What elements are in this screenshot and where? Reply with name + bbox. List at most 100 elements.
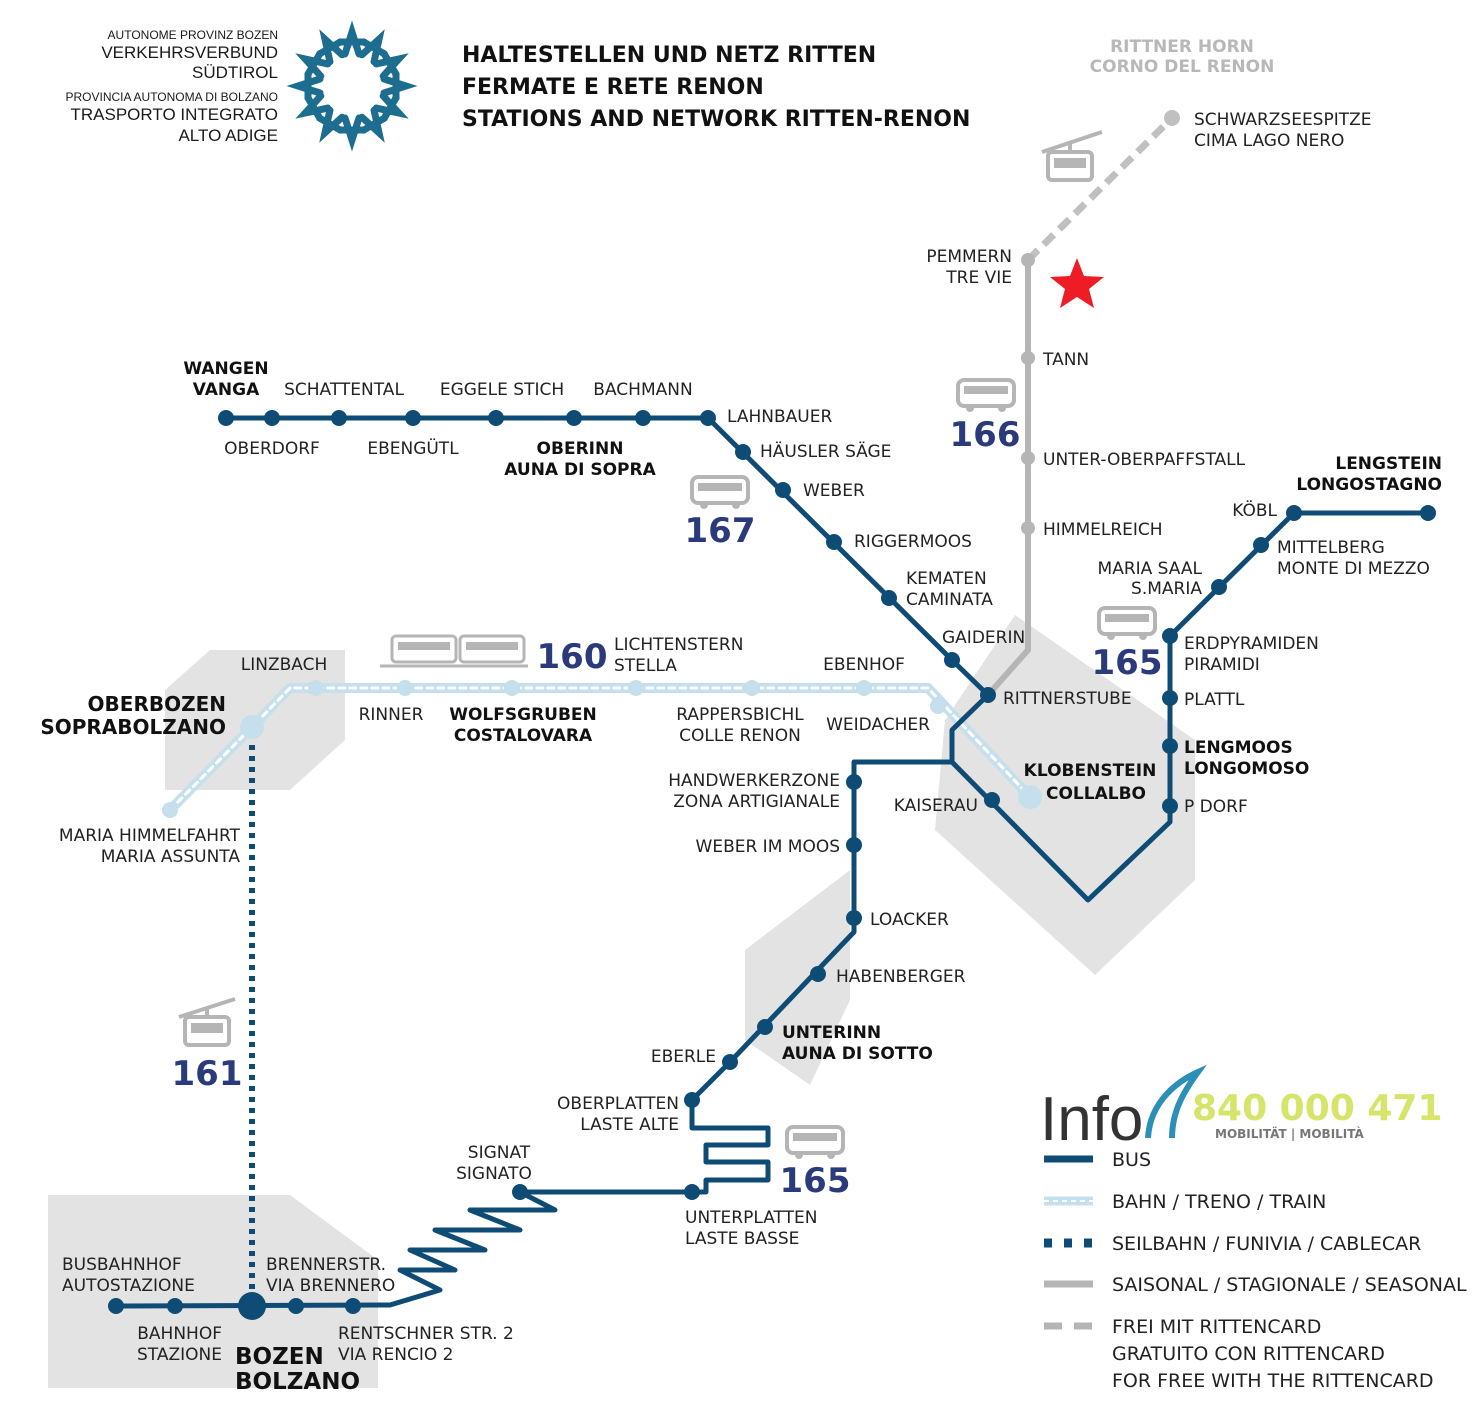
label-schattental: SCHATTENTAL [284,380,404,400]
stop-p-dorf[interactable] [1162,798,1178,814]
label-busbahnhof-1: BUSBAHNHOF [62,1255,182,1275]
label-wolfsgruben-1: WOLFSGRUBEN [449,705,597,725]
stop-bozen[interactable] [238,1292,266,1320]
stop-rittnerstube[interactable] [980,687,996,703]
legend-train: BAHN / TRENO / TRAIN [1112,1191,1326,1213]
label-bahnhof-1: BAHNHOF [137,1324,222,1344]
stop-linzbach[interactable] [308,680,324,696]
stop-rappersbichl[interactable] [744,680,760,696]
label-lahnbauer: LAHNBAUER [727,407,832,427]
label-unter-oberpaffstall: UNTER-OBERPAFFSTALL [1043,450,1246,470]
stop-handwerkerzone[interactable] [846,774,862,790]
stop-lahnbauer[interactable] [700,410,716,426]
authority-line-5: TRASPORTO INTEGRATO [71,105,279,124]
stop-unterplatten[interactable] [684,1184,700,1200]
label-schwarzseespitze-1: SCHWARZSEESPITZE [1194,110,1372,130]
stop-eggele-stich[interactable] [488,410,504,426]
stop-oberplatten[interactable] [684,1092,700,1108]
stop-himmelreich[interactable] [1021,521,1035,535]
label-klobenstein-2: COLLALBO [1046,784,1146,804]
stop-kematen[interactable] [881,590,897,606]
info-phone[interactable]: 840 000 471 [1192,1088,1443,1129]
stop-maria-himmelfahrt[interactable] [162,802,178,818]
stop-bahnhof[interactable] [167,1298,183,1314]
info-hotline: Info 840 000 471 MOBILITÄT | MOBILITÀ [1040,1064,1443,1154]
label-rentschner-1: RENTSCHNER STR. 2 [338,1324,514,1344]
label-oberplatten-1: OBERPLATTEN [557,1094,679,1114]
stop-labels: RITTNER HORN CORNO DEL RENON SCHWARZSEES… [40,37,1442,1395]
label-wangen-1: WANGEN [183,359,268,379]
stop-weidacher[interactable] [930,698,946,714]
stop-rentschner[interactable] [345,1298,361,1314]
stop-lengstein[interactable] [1420,505,1436,521]
stop-weber[interactable] [775,482,791,498]
label-unterplatten-2: LASTE BASSE [685,1229,799,1249]
label-eggele-stich: EGGELE STICH [440,380,564,400]
legend-free-2: GRATUITO CON RITTENCARD [1112,1343,1385,1365]
line-165-south: 165 [780,1161,851,1201]
stop-ebenhof[interactable] [856,680,872,696]
stop-rinner[interactable] [397,680,413,696]
stop-bachmann[interactable] [635,410,651,426]
stop-mittelberg[interactable] [1253,537,1269,553]
stop-eberle[interactable] [722,1054,738,1070]
stop-lichtenstern[interactable] [628,680,644,696]
line-numbers: 166 167 165 160 161 165 [172,415,1163,1201]
stop-schattental[interactable] [331,410,347,426]
label-kematen-1: KEMATEN [906,569,987,589]
label-lengmoos-2: LONGOMOSO [1184,759,1309,779]
stop-plattl[interactable] [1162,690,1178,706]
label-brennerstr-1: BRENNERSTR. [266,1255,386,1275]
stop-weber-im-moos[interactable] [846,837,862,853]
stop-riggermoos[interactable] [826,534,842,550]
stop-oberinn[interactable] [566,410,582,426]
label-riggermoos: RIGGERMOOS [854,532,972,552]
stop-haeusler-saege[interactable] [735,444,751,460]
stop-gaiderin[interactable] [944,652,960,668]
authority-text: AUTONOME PROVINZ BOZEN VERKEHRSVERBUND S… [66,28,279,145]
label-tann: TANN [1042,350,1089,370]
stop-koebl[interactable] [1286,505,1302,521]
zone-areas [48,615,1195,1388]
label-gaiderin: GAIDERIN [942,628,1025,648]
label-linzbach: LINZBACH [241,655,328,675]
label-habenberger: HABENBERGER [836,967,966,987]
label-mittelberg-1: MITTELBERG [1277,538,1385,558]
label-maria-himmelfahrt-1: MARIA HIMMELFAHRT [59,826,241,846]
stop-maria-saal[interactable] [1211,579,1227,595]
stop-lengmoos[interactable] [1162,738,1178,754]
label-p-dorf: P DORF [1184,797,1248,817]
stop-tann[interactable] [1021,351,1035,365]
line-166: 166 [950,415,1021,455]
stop-busbahnhof[interactable] [108,1298,124,1314]
stop-kaiserau[interactable] [984,792,1000,808]
legend-cablecar: SEILBAHN / FUNIVIA / CABLECAR [1112,1233,1421,1255]
stop-oberdorf[interactable] [264,410,280,426]
stop-unter-oberpaffstall[interactable] [1021,451,1035,465]
stop-pemmern[interactable] [1021,253,1035,267]
swoosh-icon [1145,1064,1207,1139]
stop-signat[interactable] [512,1184,528,1200]
stop-brennerstr[interactable] [288,1298,304,1314]
label-oberinn-1: OBERINN [537,439,624,459]
stop-wangen[interactable] [218,410,234,426]
legend-bus: BUS [1112,1149,1151,1171]
label-mittelberg-2: MONTE DI MEZZO [1277,559,1430,579]
label-busbahnhof-2: AUTOSTAZIONE [62,1276,195,1296]
stop-wolfsgruben[interactable] [504,680,520,696]
stop-unterinn[interactable] [757,1019,773,1035]
stop-oberbozen[interactable] [240,715,264,739]
zone-klobenstein [935,615,1195,975]
stop-habenberger[interactable] [810,966,826,982]
label-lengstein-2: LONGOSTAGNO [1296,475,1442,495]
label-handwerkerzone-1: HANDWERKERZONE [668,771,840,791]
stop-klobenstein[interactable] [1018,785,1042,809]
stop-schwarzseespitze[interactable] [1164,110,1180,126]
stop-erdpyramiden[interactable] [1162,628,1178,644]
routes [113,115,1431,1309]
stop-loacker[interactable] [846,910,862,926]
label-plattl: PLATTL [1184,690,1245,710]
stop-ebenguetl[interactable] [405,410,421,426]
label-bachmann: BACHMANN [593,380,692,400]
stops-bus [108,410,1436,1320]
